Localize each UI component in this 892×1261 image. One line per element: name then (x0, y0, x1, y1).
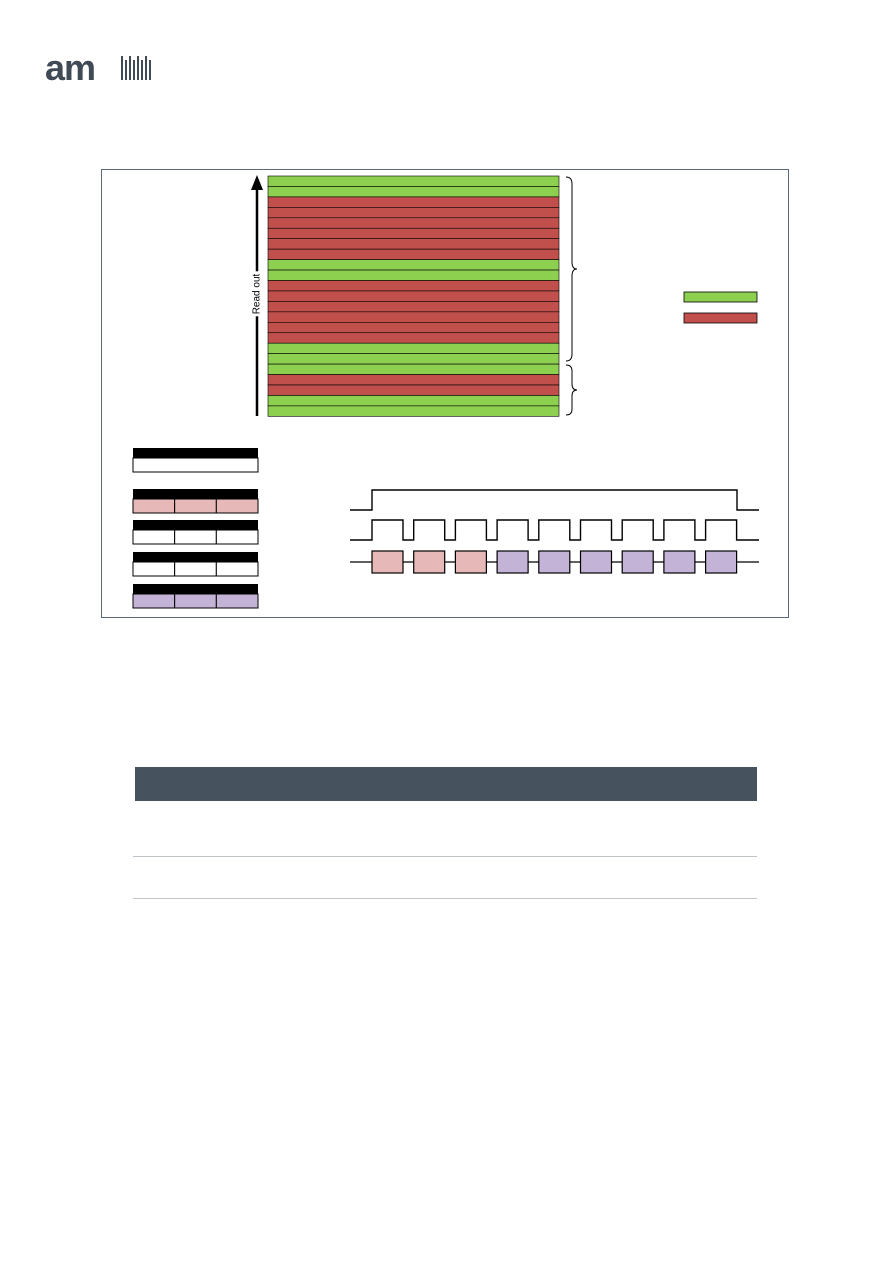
red-row (267, 227, 560, 239)
green-row (267, 259, 560, 271)
data-box-pink (454, 550, 487, 574)
logo-stripe (121, 56, 123, 80)
brace-upper (565, 176, 578, 362)
data-box-lavender (621, 550, 654, 574)
register-cell (132, 457, 259, 473)
timing-diagram (350, 489, 759, 574)
green-row (267, 405, 560, 417)
register-cell (132, 561, 176, 577)
register-block-header (133, 584, 258, 594)
block-diagrams (132, 448, 259, 609)
data-box-pink (413, 550, 446, 574)
data-box-lavender (704, 550, 738, 574)
red-row (267, 196, 560, 208)
logo-stripe (129, 56, 131, 80)
green-row (267, 363, 560, 375)
logo-stripe (149, 60, 151, 80)
braces (565, 176, 578, 416)
red-row (267, 384, 560, 396)
table-header (135, 767, 757, 801)
logo-stripe (125, 60, 127, 80)
register-block-header (133, 520, 258, 530)
register-block (132, 448, 259, 473)
register-cell (174, 561, 217, 577)
register-cell (215, 593, 259, 609)
readout-label: Read out (251, 271, 263, 317)
enable-signal (350, 489, 759, 511)
table-row-divider (133, 856, 757, 857)
green-row (267, 186, 560, 198)
register-cell (132, 593, 176, 609)
legend (683, 291, 758, 324)
readout-figure (132, 175, 759, 609)
red-row (267, 207, 560, 219)
ams-logo: am (45, 53, 151, 83)
logo-stripe (145, 56, 147, 80)
register-block-header (133, 489, 258, 499)
red-row (267, 332, 560, 344)
red-row (267, 311, 560, 323)
green-row (267, 353, 560, 365)
logo-stripe (133, 60, 135, 80)
logo-stripes (121, 56, 151, 80)
register-cell (132, 529, 176, 545)
figure-frame (101, 169, 789, 618)
register-cell (174, 593, 217, 609)
data-box-pink (371, 550, 404, 574)
data-box-lavender (538, 550, 571, 574)
legend-swatch-green (683, 291, 758, 303)
red-row (267, 217, 560, 229)
logo-text: am (45, 53, 95, 83)
register-cell (174, 498, 217, 514)
red-row (267, 280, 560, 292)
register-cell (132, 498, 176, 514)
red-row (267, 374, 560, 386)
clock-signal (350, 519, 759, 541)
register-block (132, 552, 259, 577)
red-row (267, 290, 560, 302)
register-cell (215, 529, 259, 545)
green-row (267, 269, 560, 281)
green-row (267, 342, 560, 354)
table-bottom-rule (133, 898, 757, 899)
red-row (267, 248, 560, 260)
register-cell (174, 529, 217, 545)
register-cell (215, 498, 259, 514)
data-box-lavender (663, 550, 696, 574)
register-block (132, 520, 259, 545)
brace-lower (565, 364, 578, 416)
logo-stripe (141, 60, 143, 80)
data-box-lavender (579, 550, 613, 574)
red-row (267, 301, 560, 313)
register-block-header (133, 448, 258, 458)
register-block-header (133, 552, 258, 562)
red-row (267, 238, 560, 250)
register-block (132, 584, 259, 609)
legend-swatch-red (683, 312, 758, 324)
logo-stripe (137, 56, 139, 80)
green-row (267, 175, 560, 187)
red-row (267, 321, 560, 334)
register-cell (215, 561, 259, 577)
register-block (132, 489, 259, 514)
row-stack (267, 175, 560, 417)
data-box-lavender (496, 550, 529, 574)
green-row (267, 395, 560, 407)
